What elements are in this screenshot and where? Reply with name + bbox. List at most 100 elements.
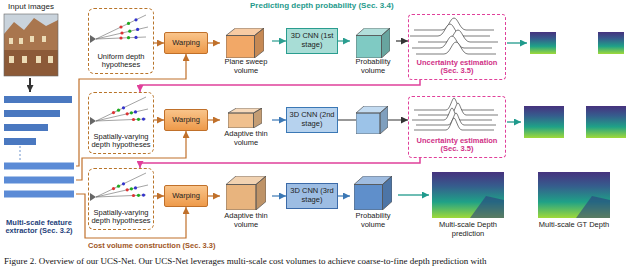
- depth-hypotheses: Spatially-varying depth hypotheses: [88, 92, 154, 154]
- input-photo: [4, 14, 58, 76]
- hypothesis-fan: [90, 173, 148, 201]
- photo-window: [19, 38, 23, 44]
- depth-map: [530, 32, 556, 54]
- curve: [416, 42, 496, 54]
- node-text: Warping: [172, 116, 200, 125]
- photo-window: [9, 38, 13, 44]
- node-text: Uniform depth hypotheses: [91, 53, 151, 70]
- curve: [412, 108, 492, 120]
- connector: [154, 195, 164, 196]
- encoder-bar: [4, 138, 36, 145]
- curve: [414, 98, 494, 110]
- node-text: Warping: [172, 192, 200, 201]
- photo-frame: [4, 14, 58, 76]
- volume-cube: [356, 106, 388, 134]
- feature-bars: [4, 96, 74, 198]
- node-text: Adaptive thin volume: [220, 212, 272, 229]
- node-text: Uncertainty estimation (Sec. 3.5): [411, 59, 503, 76]
- depth-map: [586, 106, 626, 138]
- connector: [29, 78, 31, 92]
- connector: [140, 158, 420, 168]
- warping-box: Warping: [164, 185, 208, 207]
- node-text: Spatially-varying depth hypotheses: [91, 209, 151, 226]
- depth-map: [598, 32, 624, 54]
- warping-box: Warping: [164, 109, 208, 131]
- encoder-bar: [4, 96, 72, 103]
- connector: [338, 40, 350, 41]
- decoder-bar: [4, 191, 74, 198]
- volume-cube: [226, 28, 264, 58]
- node-text: Plane sweep volume: [220, 58, 272, 75]
- photo-window: [30, 36, 34, 42]
- depth-hypotheses: Uniform depth hypotheses: [88, 8, 154, 74]
- photo-window: [9, 56, 14, 63]
- encoder-bar: [4, 124, 48, 131]
- cost-volume: Adaptive thin volume: [220, 100, 272, 148]
- node-text: Uncertainty estimation (Sec. 3.5): [411, 137, 503, 154]
- figure-caption: Figure 2. Overview of our UCS-Net. Our U…: [4, 256, 636, 266]
- curve: [418, 103, 498, 115]
- volume-cube: [354, 176, 392, 210]
- hypothesis-fan: [90, 97, 148, 125]
- photo-window: [22, 56, 27, 63]
- connector: [208, 195, 220, 196]
- cnn-box: 3D CNN (3rd stage): [286, 183, 338, 209]
- curve: [414, 118, 494, 130]
- photo-building: [4, 18, 58, 76]
- photo-window: [42, 36, 46, 42]
- depth-map: [524, 106, 564, 138]
- volume-cube: [356, 28, 390, 58]
- photo-window: [36, 56, 41, 63]
- encoder-bar: [4, 110, 60, 117]
- node-text: Probability volume: [350, 212, 396, 229]
- depth-map: [432, 172, 504, 218]
- feature-extractor: Multi-scale feature extractor (Sec. 3.2): [2, 92, 76, 236]
- connector: [76, 131, 186, 180]
- decoder-bar: [4, 163, 74, 170]
- section-label: Cost volume construction (Sec. 3.3): [88, 242, 288, 251]
- node-text: Multi-scale feature extractor (Sec. 3.2): [2, 219, 76, 236]
- output-label: Multi-scale Depth prediction: [426, 221, 510, 238]
- node-text: 3D CNN (3rd stage): [287, 187, 337, 204]
- depth-hypotheses: Spatially-varying depth hypotheses: [88, 168, 154, 230]
- connector: [272, 119, 286, 120]
- probability-volume: Probability volume: [350, 172, 396, 230]
- depth-shadow: [576, 196, 610, 218]
- connector: [272, 40, 286, 41]
- volume-cube: [228, 108, 262, 128]
- photo-facade: [4, 50, 58, 76]
- node-text: Adaptive thin volume: [220, 130, 272, 147]
- cnn-box: 3D CNN (1st stage): [286, 28, 338, 54]
- node-text: Spatially-varying depth hypotheses: [91, 133, 151, 150]
- photo-window: [48, 56, 53, 63]
- depth-map: [538, 172, 610, 218]
- cnn-box: 3D CNN (2nd stage): [286, 107, 338, 133]
- node-text: Warping: [172, 39, 200, 48]
- output-arrow: [507, 42, 527, 43]
- connector: [208, 119, 220, 120]
- connector: [208, 42, 220, 43]
- connector: [338, 195, 350, 196]
- output-arrow: [507, 121, 521, 122]
- node-text: 3D CNN (2nd stage): [287, 111, 337, 128]
- section-label: Predicting depth probability (Sec. 3.4): [250, 1, 440, 10]
- node-text: 3D CNN (1st stage): [287, 32, 337, 49]
- decoder-bar: [4, 177, 74, 184]
- uncertainty-box: Uncertainty estimation (Sec. 3.5): [408, 96, 506, 158]
- probability-volume: Probability volume: [350, 26, 396, 76]
- connector: [140, 80, 420, 92]
- volume-cube: [226, 176, 266, 210]
- cost-volume: Adaptive thin volume: [220, 172, 272, 230]
- curve: [418, 30, 498, 42]
- uncertainty-box: Uncertainty estimation (Sec. 3.5): [408, 14, 506, 80]
- node-text: Input images: [8, 2, 54, 11]
- output-arrow: [398, 194, 429, 195]
- curve: [410, 24, 490, 36]
- warping-box: Warping: [164, 32, 208, 54]
- node-text: Probability volume: [350, 58, 396, 75]
- connector: [154, 119, 164, 120]
- photo-sky: [4, 14, 58, 76]
- image-panel: Input images: [2, 2, 60, 78]
- hypothesis-fan: [90, 15, 148, 43]
